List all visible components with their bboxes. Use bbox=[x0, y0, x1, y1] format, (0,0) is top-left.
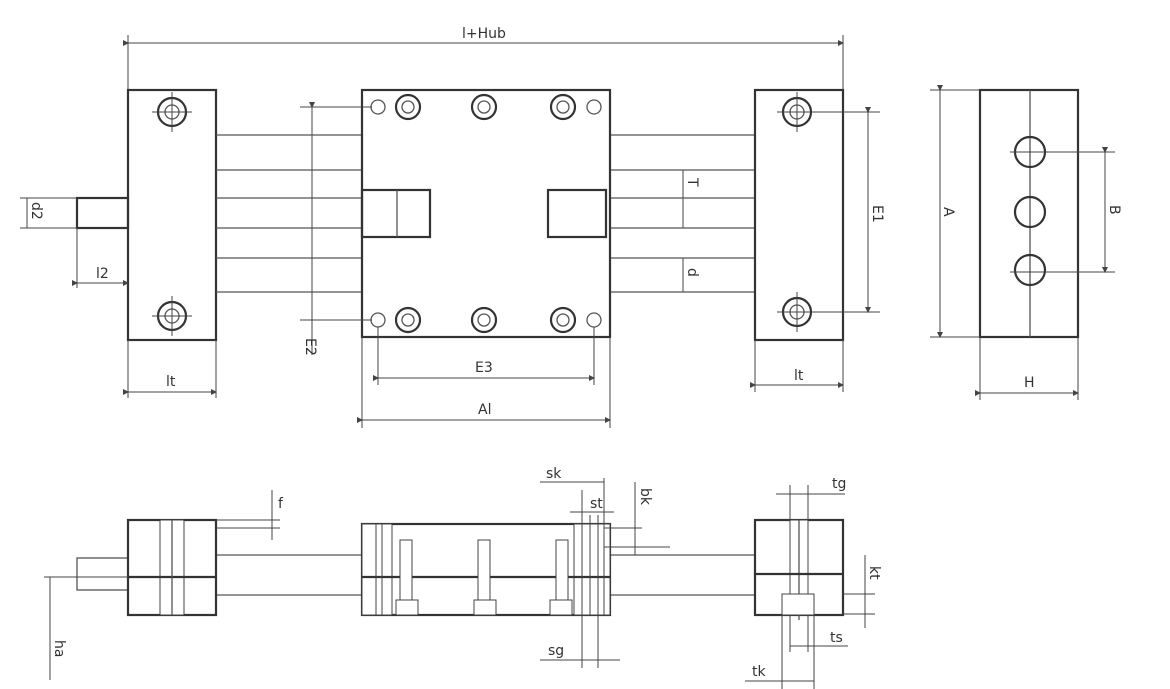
label-lt-right: lt bbox=[794, 368, 804, 384]
bolt-icon bbox=[777, 92, 880, 132]
label-sg: sg bbox=[548, 643, 564, 659]
label-tg: tg bbox=[832, 476, 846, 492]
bolt-icon bbox=[777, 292, 880, 332]
label-stroke-length: l+Hub bbox=[462, 26, 506, 42]
dim-t-d: T d bbox=[682, 170, 700, 292]
label-d: d bbox=[684, 268, 700, 277]
guide-rods bbox=[216, 134, 755, 293]
label-e2: E2 bbox=[302, 338, 318, 356]
right-end-block: lt E1 bbox=[750, 88, 885, 392]
carriage-block: E2 E3 Al bbox=[300, 88, 612, 428]
label-h: H bbox=[1024, 375, 1035, 391]
label-b: B bbox=[1106, 205, 1122, 215]
side-view: B A H bbox=[930, 85, 1122, 400]
label-t: T bbox=[684, 177, 700, 187]
label-a: A bbox=[940, 207, 956, 217]
label-al: Al bbox=[478, 402, 491, 418]
label-l2: l2 bbox=[96, 266, 109, 282]
label-tk: tk bbox=[752, 664, 766, 680]
left-rod: d2 l2 bbox=[20, 196, 130, 288]
label-ts: ts bbox=[830, 630, 843, 646]
left-end-block: lt bbox=[123, 88, 218, 398]
label-bk: bk bbox=[637, 488, 653, 506]
label-lt-left: lt bbox=[166, 374, 176, 390]
label-sk: sk bbox=[546, 466, 562, 482]
label-e1: E1 bbox=[869, 205, 885, 223]
right-block-section: tg kt ts tk bbox=[745, 476, 882, 689]
label-st: st bbox=[590, 496, 603, 512]
label-ha: ha bbox=[51, 640, 67, 657]
bolt-icon bbox=[152, 296, 192, 336]
bolt-row-bottom bbox=[370, 306, 602, 334]
dim-stroke-length: l+Hub bbox=[123, 26, 844, 92]
label-f: f bbox=[278, 496, 284, 512]
left-block-section: f ha bbox=[44, 490, 284, 680]
bolt-row-top bbox=[370, 93, 602, 121]
bolt-icon bbox=[152, 92, 192, 132]
top-view: l+Hub lt d2 l2 bbox=[20, 26, 1122, 428]
label-kt: kt bbox=[866, 566, 882, 580]
carriage-section: sk st bk sg bbox=[360, 466, 670, 668]
section-view: f ha sk st bk bbox=[44, 466, 882, 689]
label-e3: E3 bbox=[475, 360, 493, 376]
label-d2: d2 bbox=[28, 202, 44, 220]
